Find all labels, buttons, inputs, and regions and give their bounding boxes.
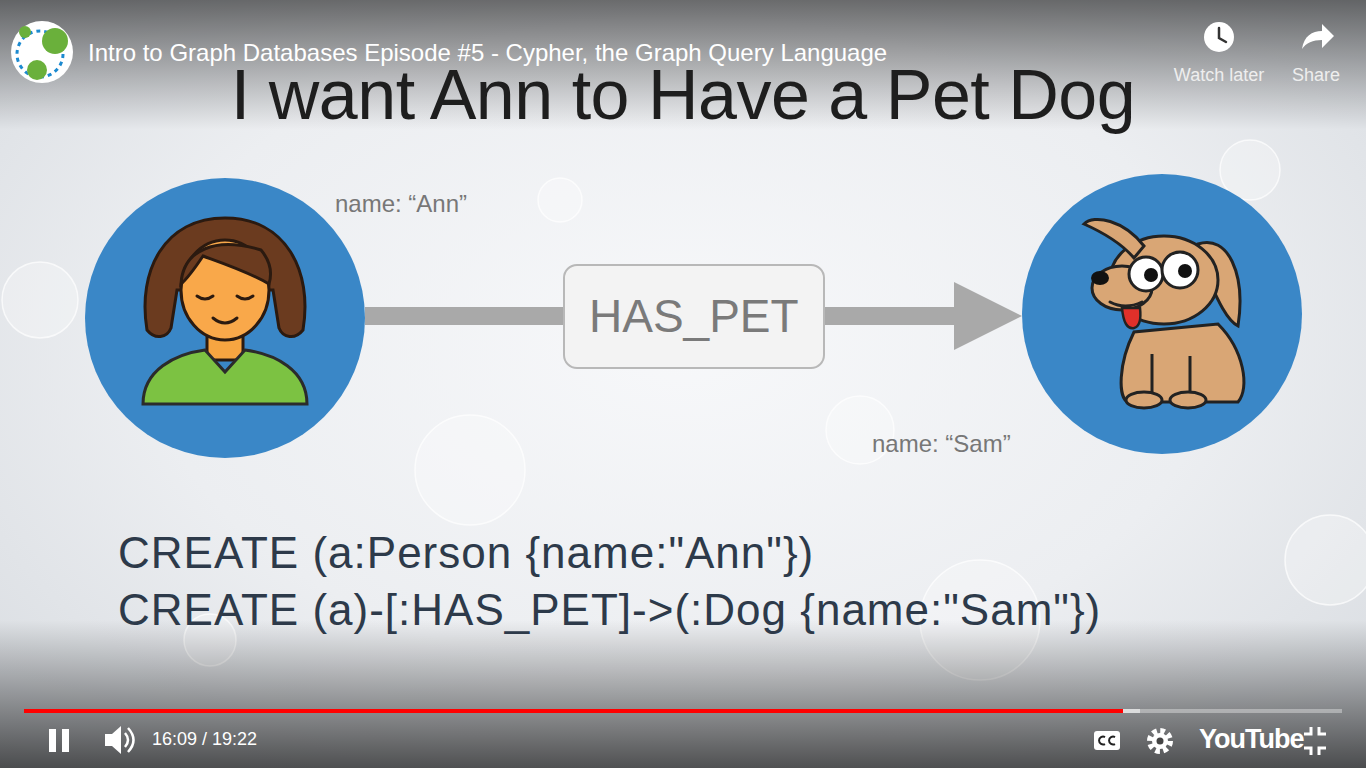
youtube-logo-text: YouTube <box>1199 724 1303 755</box>
video-title: Intro to Graph Databases Episode #5 - Cy… <box>88 40 887 66</box>
node-circle <box>85 178 365 458</box>
graph-node: name: “Ann” <box>85 178 365 458</box>
dog-illustration <box>1022 174 1302 454</box>
progress-played <box>24 709 1123 713</box>
node-label: name: “Sam” <box>872 430 1011 459</box>
arrow-head <box>954 282 1022 350</box>
share-label: Share <box>1292 65 1340 86</box>
time-display: 16:09 / 19:22 <box>152 729 257 750</box>
person-illustration <box>85 178 365 458</box>
edge-label: HAS_PET <box>563 264 825 369</box>
node-label: name: “Ann” <box>335 190 467 219</box>
code-line: CREATE (a)-[:HAS_PET]->(:Dog {name:"Sam"… <box>118 585 1101 635</box>
watch-later-label: Watch later <box>1174 65 1264 86</box>
code-line: CREATE (a:Person {name:"Ann"}) <box>118 528 814 578</box>
node-circle <box>1022 174 1302 454</box>
slide-title: I want Ann to Have a Pet Dog <box>231 60 1135 130</box>
graph-node: name: “Sam” <box>1022 174 1302 454</box>
